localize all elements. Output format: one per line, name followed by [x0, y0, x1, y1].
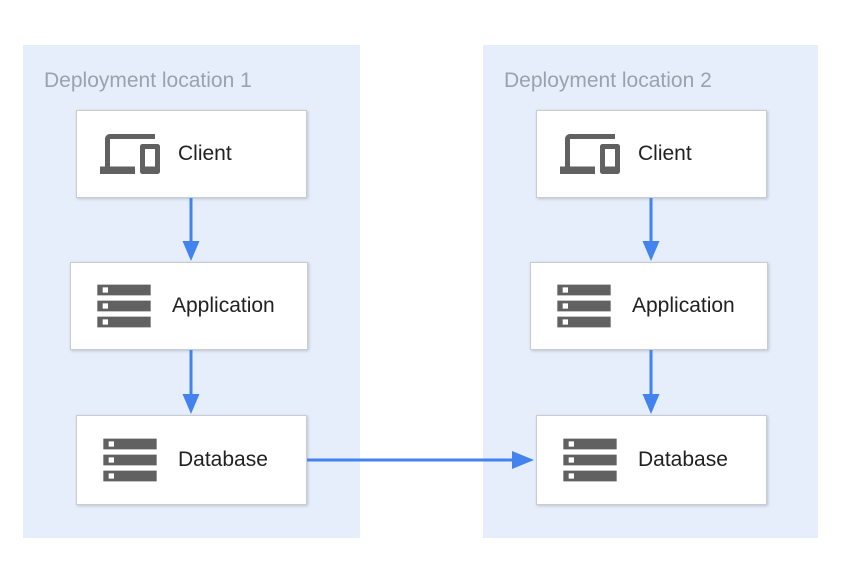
- node-client-1: Client: [76, 110, 307, 198]
- node-application-1: Application: [70, 262, 308, 350]
- server-stack-icon: [97, 428, 163, 492]
- node-label: Application: [632, 294, 735, 317]
- zone-deployment-location-2: Deployment location 2 Client Application: [483, 45, 818, 538]
- node-label: Application: [172, 294, 275, 317]
- node-label: Database: [178, 448, 268, 471]
- devices-icon: [557, 124, 623, 184]
- server-stack-icon: [551, 274, 617, 338]
- node-label: Client: [638, 142, 692, 165]
- node-label: Database: [638, 448, 728, 471]
- server-stack-icon: [557, 428, 623, 492]
- node-client-2: Client: [536, 110, 767, 198]
- node-application-2: Application: [530, 262, 768, 350]
- zone-title: Deployment location 2: [504, 69, 712, 92]
- zone-title: Deployment location 1: [44, 69, 252, 92]
- server-stack-icon: [91, 274, 157, 338]
- node-label: Client: [178, 142, 232, 165]
- zone-deployment-location-1: Deployment location 1 Client Application: [23, 45, 360, 538]
- node-database-1: Database: [76, 415, 307, 505]
- node-database-2: Database: [536, 415, 767, 505]
- devices-icon: [97, 124, 163, 184]
